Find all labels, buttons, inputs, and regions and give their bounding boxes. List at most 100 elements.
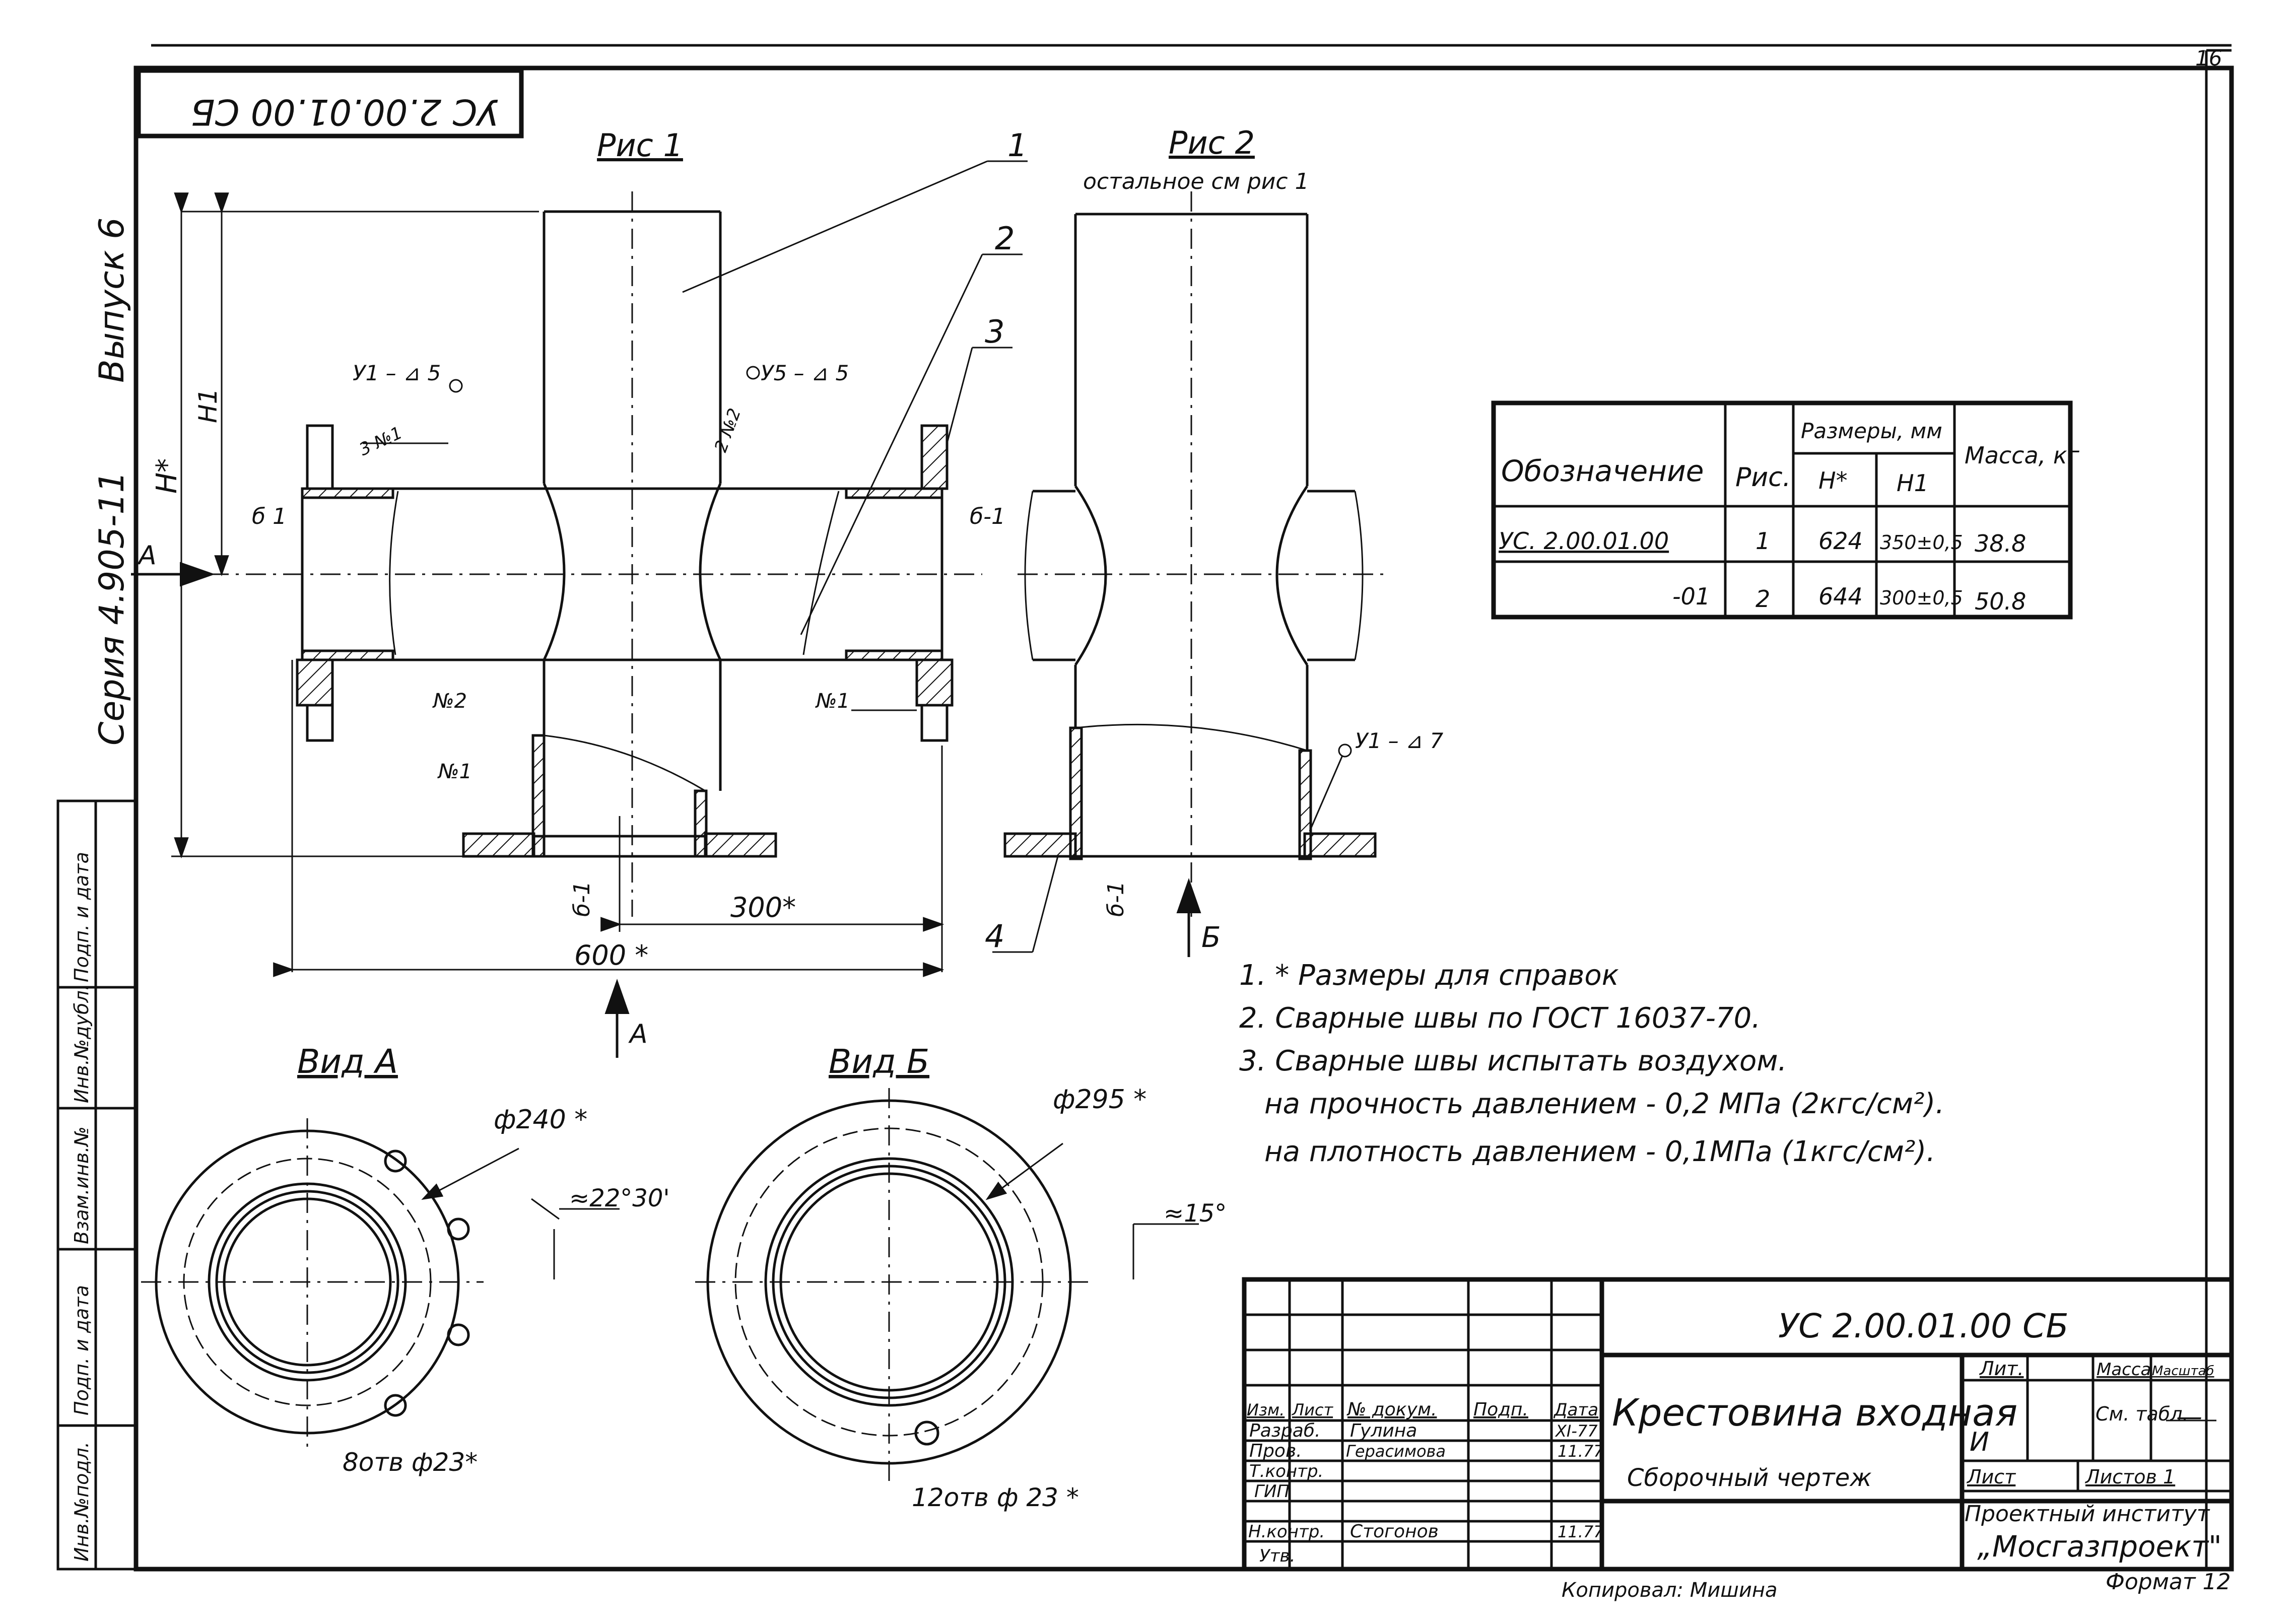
tb-sheets-label: Листов 1 [2084,1466,2175,1488]
note-3: 3. Сварные швы испытать воздухом. [1239,1045,1787,1077]
tb-hdr-sign: Подп. [1473,1399,1528,1420]
view-b-angle: ≈15° [1164,1199,1227,1228]
copied-by: Копировал: Мишина [1562,1579,1778,1602]
leader-3: 3 [985,313,1004,350]
issue-label: Выпуск 6 [92,218,132,383]
table-row2-designation: -01 [1672,583,1710,610]
tb-role-6: Утв. [1259,1546,1295,1566]
view-a [141,1118,620,1451]
dim-h1: H1 [193,388,223,423]
arrow-a-left: А [137,540,157,571]
rotated-stamp: УС 2.00.01.00 СБ [136,68,524,139]
section-b1-left: б 1 [252,504,287,529]
tb-role-5: Н.контр. [1248,1522,1325,1542]
dim-h-star: H* [151,458,183,494]
table-row1-mass: 38.8 [1975,530,2026,557]
tb-org-line1: Проектный институт [1965,1501,2210,1527]
table-header-h: H* [1818,467,1848,494]
table-row1-h: 624 [1818,527,1863,555]
figure-1: Рис 1 [131,127,1028,1058]
archive-columns [56,799,138,1571]
seam-n1-ref: 3 №1 [356,423,406,460]
tb-name-5: Стогонов [1350,1521,1439,1542]
tb-hdr-izm: Изм. [1247,1400,1285,1419]
section-b1-right: б-1 [970,504,1005,529]
table-row2-h: 644 [1818,583,1863,610]
table-header-designation: Обозначение [1501,454,1704,488]
title-block [1242,1277,2234,1572]
note-3a: на прочность давлением - 0,2 МПа (2кгс/с… [1264,1088,1944,1120]
figure-2 [992,191,1390,957]
tb-role-1: Разраб. [1249,1420,1320,1441]
tb-doc-type: Сборочный чертеж [1627,1464,1872,1492]
dim-300: 300* [730,892,796,923]
weld-u1-fig2: У1 – ⊿ 7 [1355,728,1444,753]
note-2: 2. Сварные швы по ГОСТ 16037-70. [1239,1002,1761,1035]
table-header-dims: Размеры, мм [1801,419,1942,443]
tb-hdr-list: Лист [1292,1400,1333,1419]
note-3b: на плотность давлением - 0,1МПа (1кгс/см… [1264,1135,1935,1168]
spec-table [1491,400,2073,620]
tb-role-4: ГИП [1254,1481,1290,1502]
view-b-holes: 12отв ф 23 * [912,1483,1079,1512]
view-a-diameter: ф240 * [494,1105,587,1135]
table-row2-fig: 2 [1755,585,1770,613]
tb-hdr-doc: № докум. [1346,1399,1437,1420]
weld-u5: У5 – ⊿ 5 [761,361,849,385]
view-b-diameter: ф295 * [1053,1085,1146,1115]
tb-sheet-label: Лист [1966,1466,2016,1488]
weld-u1: У1 – ⊿ 5 [353,361,441,385]
section-b1-bottom: б-1 [569,881,595,917]
table-row2-mass: 50.8 [1975,588,2026,615]
tb-name: Крестовина входная [1612,1391,2017,1435]
fig2-subtitle: остальное см рис 1 [1083,169,1309,194]
table-header-mass: Масса, кг [1965,442,2080,469]
tb-role-2: Пров. [1249,1441,1302,1461]
tb-hdr-date: Дата [1553,1400,1598,1420]
table-row1-h1: 350±0,5 [1880,531,1963,554]
seam-n1-left: №1 [437,760,472,783]
leader-1: 1 [1007,127,1027,164]
tb-name-2: Герасимова [1346,1442,1446,1461]
tb-scale-value: — [2176,1402,2202,1432]
tb-date-2: 11.77 [1558,1442,1604,1461]
leader-4: 4 [985,918,1004,955]
view-b-title: Вид Б [829,1042,929,1081]
tb-date-1: XI-77 [1555,1422,1598,1441]
table-row2-h1: 300±0,5 [1880,587,1963,609]
fig2-title: Рис 2 [1169,124,1255,161]
archive-col-1: Инв.№подл. [71,1442,93,1562]
sheet-format: Формат 12 [2106,1569,2231,1595]
tb-scale-label: Масштаб [2152,1364,2214,1379]
series-label: Серия 4.905-11 [92,471,132,746]
table-row1-designation: УС. 2.00.01.00 [1499,527,1669,555]
table-row1-fig: 1 [1755,527,1770,555]
archive-col-3: Взам.инв.№ [71,1126,93,1244]
view-a-angle: ≈22°30' [569,1184,670,1212]
tb-mass-value: См. табл. [2096,1403,2189,1425]
seam-n2-ref: 2 №2 [711,405,745,455]
tb-lit-label: Лит. [1979,1358,2024,1380]
note-1: 1. * Размеры для справок [1239,959,1619,992]
section-b1-fig2: б-1 [1103,881,1129,917]
archive-col-5: Подп. и дата [71,852,93,982]
arrow-b-bottom: Б [1201,921,1221,954]
tb-code: УС 2.00.01.00 СБ [1778,1307,2069,1345]
rotated-stamp-code: УС 2.00.01.00 СБ [191,91,499,132]
dim-600: 600 * [574,939,648,971]
sheet-number: 16 [2195,46,2222,71]
tb-name-1: Гулина [1350,1420,1417,1441]
arrow-a-bottom: А [628,1019,648,1049]
tb-mass-label: Масса [2097,1360,2151,1380]
seam-n1-right: №1 [815,690,850,713]
archive-col-2: Подп. и дата [71,1285,93,1415]
tb-org-line2: „Мосгазпроект" [1977,1529,2222,1564]
table-header-h1: H1 [1897,469,1929,497]
tb-lit-value: И [1970,1427,1989,1457]
view-b [695,1088,1199,1481]
seam-n2: №2 [432,690,467,713]
table-header-fig: Рис. [1735,462,1791,493]
tb-role-3: Т.контр. [1249,1461,1323,1481]
archive-col-4: Инв.№дубл. [71,984,93,1103]
